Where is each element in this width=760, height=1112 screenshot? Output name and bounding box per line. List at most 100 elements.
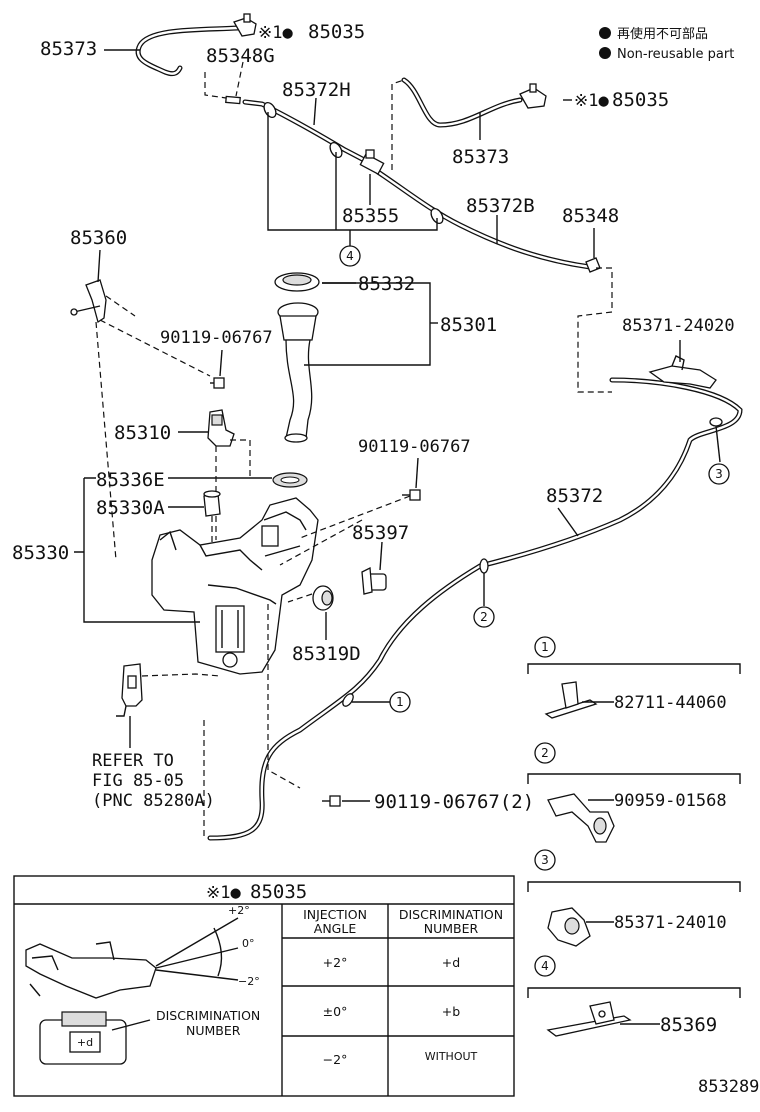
callout-1: 1 [389,691,411,713]
legend: 再使用不可部品 Non-reusable part [599,26,734,62]
clip-85371-24020 [648,340,717,389]
joint-85348G [225,95,241,105]
col-angle-header-1: INJECTION [303,907,367,922]
disc-label-2: NUMBER [186,1023,241,1038]
nozzle-detail-table: ※1● 85035 INJECTION ANGLE DISCRIMINATION… [13,875,515,1097]
bracket-85360 [70,249,211,561]
tank-85330 [74,477,319,675]
label-85397: 85397 [352,522,409,544]
joint-85348 [585,257,601,273]
bolt-90119-a [210,349,225,389]
clamp-4-a [263,101,277,119]
callout-4: 4 [339,245,361,267]
row3-angle: −2° [323,1052,348,1067]
clamp-82711-icon [544,681,598,719]
label-85369: 85369 [660,1014,717,1036]
row3-number: WITHOUT [425,1050,478,1063]
upper-hose-assembly [135,13,613,393]
svg-text:4: 4 [541,959,549,973]
label-refer-2: FIG 85-05 [92,771,184,791]
label-refer-1: REFER TO [92,751,174,771]
svg-text:1: 1 [396,695,404,709]
label-85035-right-mark: ※1● [574,91,609,111]
label-85360: 85360 [70,227,127,249]
label-85035-mark: ※1● [258,23,293,43]
label-85372: 85372 [546,485,603,507]
detail-panel-1: 1 82711-44060 [527,636,741,719]
label-85373-right: 85373 [452,146,509,168]
angle-plus-label: +2° [228,904,250,917]
detail-panel-3: 3 85371-24010 [527,849,741,947]
label-85371-24010: 85371-24010 [614,913,727,933]
label-85355: 85355 [342,205,399,227]
label-85372B: 85372B [466,195,535,217]
svg-text:+d: +d [77,1036,93,1049]
svg-text:4: 4 [346,249,354,263]
label-85330: 85330 [12,542,69,564]
label-85336E: 85336E [96,469,165,491]
table-title-part: 85035 [250,881,307,903]
grommet-85330A [168,490,221,545]
clamp-85369-icon [546,1001,632,1037]
label-diagram-code: 853289D [698,1077,760,1097]
svg-text:1: 1 [541,640,549,654]
label-85301: 85301 [440,314,497,336]
label-85319D: 85319D [292,643,361,665]
clamp-4-b [329,141,343,159]
label-refer-3: (PNC 85280A) [92,791,215,811]
label-90119-c: 90119-06767(2) [374,791,534,813]
nozzle-front-view: +d [39,1011,151,1065]
hose-85372 [203,340,743,841]
label-90119-a: 90119-06767 [160,328,273,348]
legend-dot-icon [599,47,611,59]
svg-text:2: 2 [541,746,549,760]
label-85035-top: 85035 [308,21,365,43]
clamp-85371-24010-icon [547,907,591,947]
callout-3: 3 [708,463,730,485]
hose-85372-line [207,377,743,841]
clamp-90959-icon [547,793,615,843]
washer-pump-refer [116,663,221,748]
level-sensor-85397 [279,519,387,595]
label-85373-left: 85373 [40,38,97,60]
angle-minus-label: −2° [238,975,260,988]
callout-2: 2 [473,606,495,628]
label-90119-b: 90119-06767 [358,437,471,457]
svg-text:2: 2 [480,610,488,624]
hose-85372B [375,169,593,270]
detail-panel-2: 2 90959-01568 [527,742,741,843]
nozzle-85035-top [233,13,257,37]
angle-zero-label: 0° [242,937,255,950]
label-85332: 85332 [358,273,415,295]
clamp-4-c [430,207,444,225]
svg-text:3: 3 [715,467,723,481]
leaders-upper [104,49,595,258]
row2-angle: ±0° [323,1004,348,1019]
label-85371-24020: 85371-24020 [622,316,735,336]
col-number-header-1: DISCRIMINATION [399,907,503,922]
col-angle-header-2: ANGLE [314,921,357,936]
bolt-90119-c [322,795,370,807]
filler-assembly [272,272,438,488]
detail-panel-4: 4 85369 [527,955,741,1037]
label-85372H: 85372H [282,79,351,101]
table-title-mark: ※1● [206,883,241,903]
label-85035-right: 85035 [612,89,669,111]
label-85310: 85310 [114,422,171,444]
label-85348G: 85348G [206,45,275,67]
row1-angle: +2° [323,955,348,970]
grommet-85319D [287,585,334,640]
label-85330A: 85330A [96,497,165,519]
row2-number: +b [442,1004,460,1019]
part-labels: 85373 ※1● 85035 85348G 85372H ※1● 85035 … [12,21,760,1097]
label-82711: 82711-44060 [614,693,727,713]
svg-text:3: 3 [541,853,549,867]
t-joint-85355 [359,149,385,175]
legend-dot-icon [599,27,611,39]
disc-label-1: DISCRIMINATION [156,1008,260,1023]
legend-line-1: 再使用不可部品 [617,26,708,42]
pump-85310 [178,409,251,540]
label-90959: 90959-01568 [614,791,727,811]
legend-line-2: Non-reusable part [617,47,734,62]
